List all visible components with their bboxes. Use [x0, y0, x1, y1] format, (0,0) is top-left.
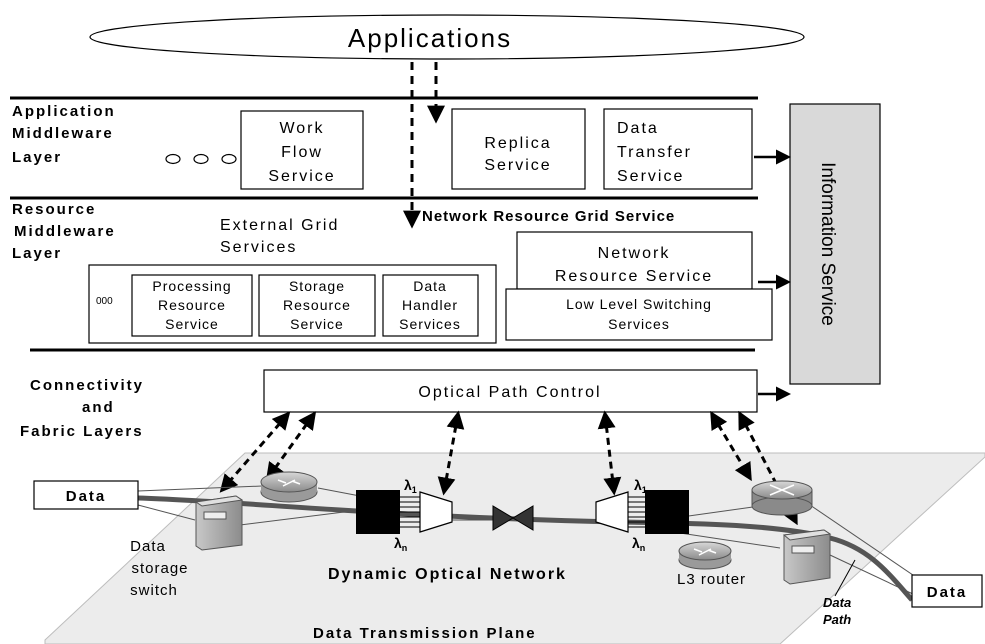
svg-text:Transfer: Transfer [617, 144, 692, 161]
low-level-switching-services-box [505, 288, 773, 341]
processing-resource-service-label: Processing Resource Service [152, 278, 231, 332]
network-resource-service-label: Network Resource Service [555, 245, 713, 285]
optical-path-control-box [263, 369, 758, 413]
l3-router-icon [678, 541, 732, 570]
data-handler-services-box [382, 274, 479, 337]
information-service-box [789, 103, 881, 385]
svg-text:Services: Services [220, 239, 297, 256]
optical-mux-right-icon [595, 490, 689, 534]
application-middleware-layer-label: Application Middleware Layer [12, 103, 116, 166]
svg-text:storage: storage [131, 560, 188, 577]
lambda-1-right: λ1 [634, 477, 647, 495]
data-path-line [137, 495, 914, 602]
svg-text:Service: Service [484, 157, 551, 174]
replica-service-label: Replica Service [484, 135, 551, 174]
applications-label: Applications [348, 23, 512, 53]
connectivity-fabric-layers-label: Connectivity and Fabric Layers [20, 377, 144, 440]
svg-text:Resource: Resource [283, 297, 351, 313]
svg-text:Fabric Layers: Fabric Layers [20, 423, 144, 440]
svg-text:Service: Service [290, 316, 344, 332]
crossbar-switch-icon [751, 480, 813, 516]
svg-text:Replica: Replica [484, 135, 551, 152]
storage-resource-service-box [258, 274, 376, 337]
external-grid-services-label: External Grid Services [220, 217, 339, 256]
data-transfer-service-box [603, 108, 753, 190]
svg-text:Application: Application [12, 103, 116, 120]
svg-text:Resource Service: Resource Service [555, 268, 713, 285]
svg-text:Data: Data [823, 595, 851, 610]
data-destination-label: Data [927, 584, 968, 601]
l3-router-label: L3 router [677, 571, 746, 588]
svg-text:Middleware: Middleware [14, 223, 116, 240]
svg-text:and: and [82, 399, 115, 416]
data-transfer-service-label: Data Transfer Service [617, 120, 692, 185]
more-grid-services-label: 000 [96, 296, 113, 307]
optical-path-control-label: Optical Path Control [418, 384, 601, 401]
svg-text:Service: Service [617, 168, 684, 185]
network-resource-service-box [516, 231, 753, 290]
svg-text:Low Level Switching: Low Level Switching [566, 296, 712, 312]
router-icon-left [260, 471, 318, 503]
processing-resource-service-box [131, 274, 253, 337]
svg-text:Service: Service [268, 168, 335, 185]
svg-text:Layer: Layer [12, 149, 62, 166]
svg-text:Resource: Resource [12, 201, 96, 218]
workflow-service-label: Work Flow Service [268, 120, 335, 185]
svg-text:Services: Services [608, 316, 670, 332]
storage-server-right-icon [782, 529, 832, 585]
storage-resource-service-label: Storage Resource Service [283, 278, 351, 332]
network-resource-grid-service-label: Network Resource Grid Service [422, 208, 675, 225]
svg-text:Work: Work [279, 120, 324, 137]
information-service-label: Information Service [817, 162, 838, 326]
optical-mux-left-icon [356, 490, 453, 534]
svg-text:Data: Data [130, 538, 166, 555]
svg-text:Service: Service [165, 316, 219, 332]
svg-text:Storage: Storage [289, 278, 345, 294]
data-storage-switch-icon [194, 495, 244, 551]
data-storage-switch-label: Data storage switch [130, 538, 188, 599]
more-services-ellipsis-icon [165, 153, 237, 165]
svg-text:Flow: Flow [281, 144, 323, 161]
low-level-switching-services-label: Low Level Switching Services [566, 296, 712, 332]
applications-ellipse [89, 14, 805, 60]
svg-text:Layer: Layer [12, 245, 62, 262]
svg-text:External Grid: External Grid [220, 217, 339, 234]
workflow-service-box [240, 110, 364, 190]
data-transmission-plane-label: Data Transmission Plane [313, 625, 537, 642]
svg-text:Network: Network [598, 245, 671, 262]
data-destination-box [911, 574, 983, 608]
optical-switch-icon [492, 505, 534, 531]
lambda-n-right: λn [632, 535, 645, 553]
svg-text:Resource: Resource [158, 297, 226, 313]
lambda-1-left: λ1 [404, 477, 417, 495]
svg-text:Processing: Processing [152, 278, 231, 294]
data-path-pointer [834, 559, 856, 597]
data-handler-services-label: Data Handler Services [399, 278, 461, 332]
svg-text:Services: Services [399, 316, 461, 332]
dynamic-optical-network-label: Dynamic Optical Network [328, 566, 567, 583]
data-path-label: Data Path [823, 595, 851, 627]
svg-text:Data: Data [617, 120, 659, 137]
svg-text:Middleware: Middleware [12, 125, 114, 142]
replica-service-box [451, 108, 586, 190]
resource-middleware-layer-label: Resource Middleware Layer [12, 201, 116, 262]
lambda-n-left: λn [394, 535, 407, 553]
data-source-box [33, 480, 139, 510]
svg-text:Data: Data [413, 278, 447, 294]
svg-text:Handler: Handler [402, 297, 458, 313]
data-source-label: Data [66, 488, 107, 505]
svg-text:Connectivity: Connectivity [30, 377, 144, 394]
svg-text:switch: switch [130, 582, 178, 599]
svg-text:Path: Path [823, 612, 851, 627]
